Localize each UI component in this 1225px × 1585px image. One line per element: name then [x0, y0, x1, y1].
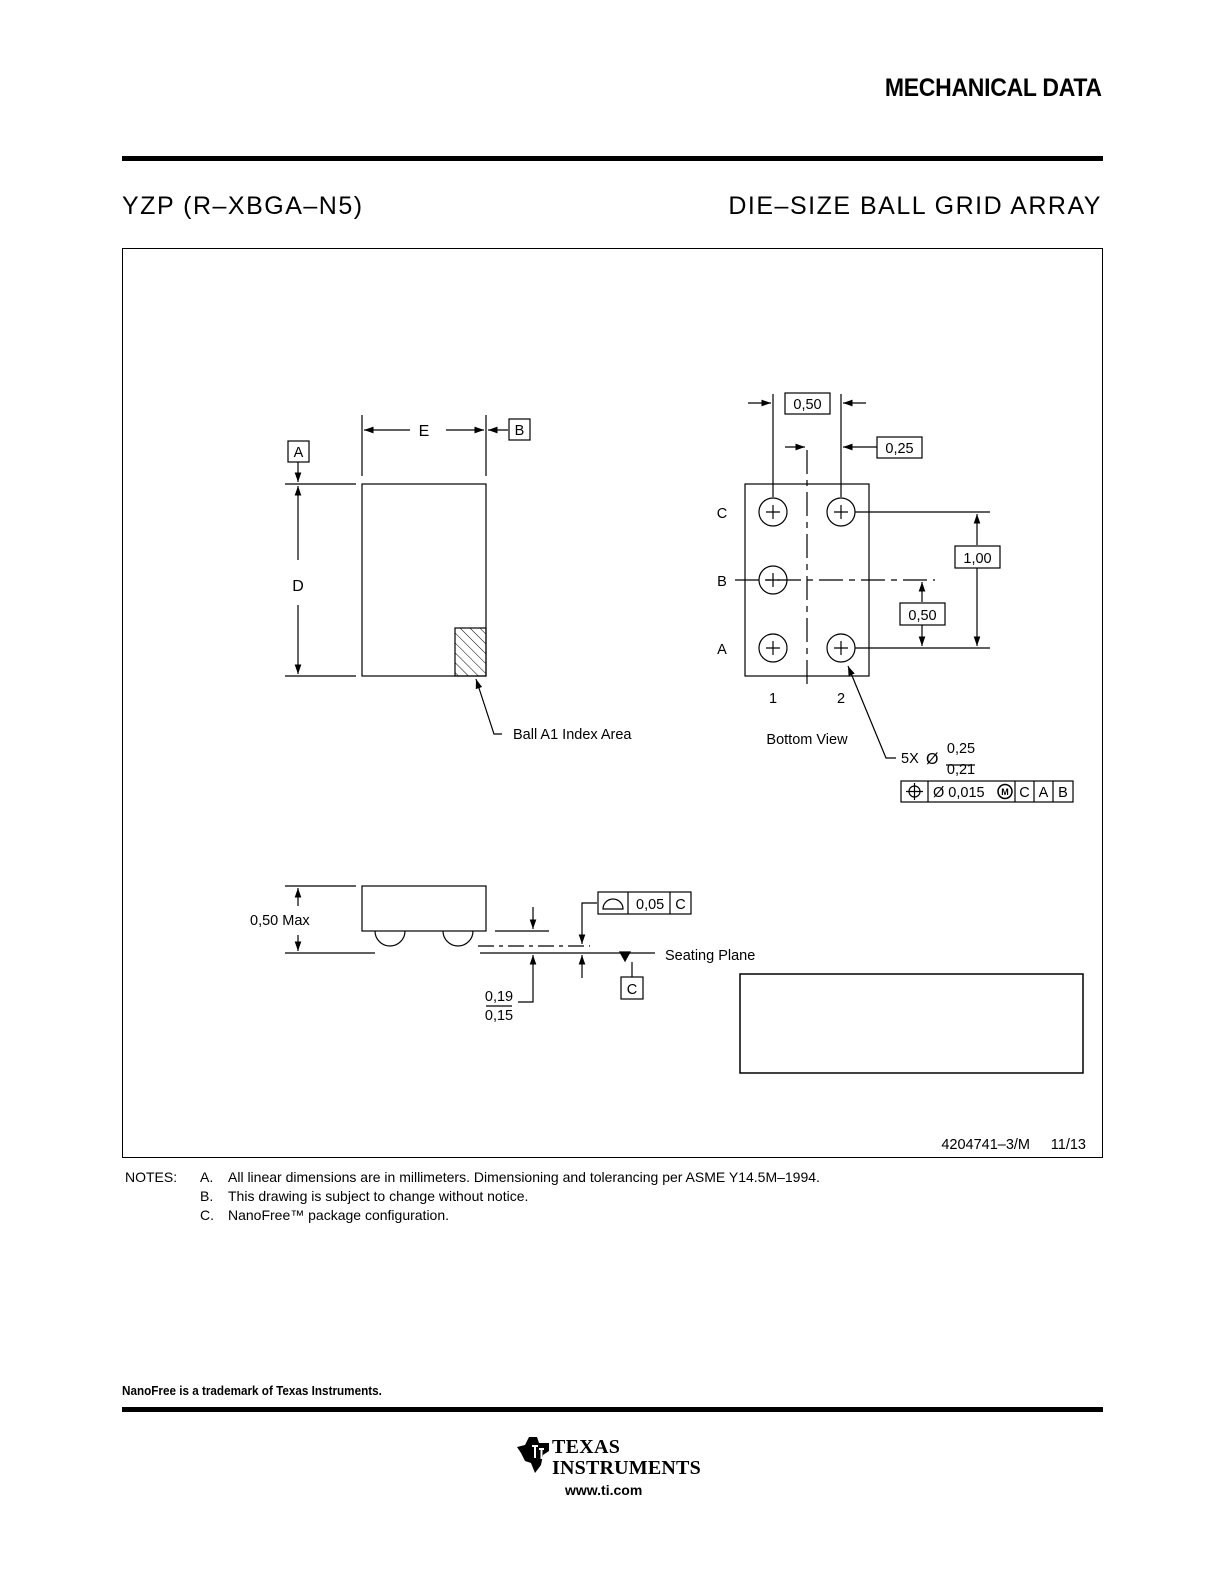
- top-view: [285, 415, 531, 735]
- basic-dim-box: [899, 602, 946, 626]
- note-key: C.: [200, 1207, 214, 1223]
- ball-diameter-min: 0,21: [947, 762, 975, 778]
- drawing-date: 11/13: [1051, 1137, 1086, 1153]
- ball-b1: [758, 565, 788, 595]
- trademark-notice: NanoFree is a trademark of Texas Instrum…: [122, 1383, 382, 1398]
- row-label-b: B: [717, 574, 727, 590]
- datum-a-label: A: [294, 445, 304, 461]
- label-e: E: [419, 423, 430, 440]
- tolerance-datum-c: C: [1019, 785, 1029, 801]
- mmc-modifier: M: [1001, 787, 1009, 797]
- pitch-top-value: 0,50: [793, 397, 821, 413]
- row-label-a: A: [717, 642, 727, 658]
- flatness-leader: [581, 902, 597, 925]
- label-d: D: [292, 578, 304, 595]
- position-tolerance-frame: [900, 780, 1074, 803]
- column-label-2: 2: [837, 691, 845, 707]
- header-rule: [122, 156, 1103, 161]
- diameter-symbol: Ø: [926, 751, 938, 768]
- position-icon-cross: [906, 783, 923, 800]
- ball-count: 5X: [901, 751, 919, 767]
- flatness-datum: C: [675, 897, 685, 913]
- drawing-number: 4204741–3/M: [941, 1137, 1030, 1153]
- column-label-1: 1: [769, 691, 777, 707]
- basic-dim-box: [954, 545, 1001, 569]
- side-view: [285, 885, 1084, 1074]
- package-body: [361, 885, 487, 932]
- datum-box: [287, 440, 310, 463]
- flatness-value: 0,05: [636, 897, 664, 913]
- note-key: A.: [200, 1169, 214, 1185]
- note-item: C. NanoFree™ package configuration.: [200, 1206, 449, 1225]
- bottom-view-caption: Bottom View: [766, 732, 848, 748]
- note-text: All linear dimensions are in millimeters…: [228, 1169, 820, 1185]
- notes-header: NOTES:: [125, 1169, 178, 1185]
- datum-b-label: B: [515, 423, 525, 439]
- solder-ball: [442, 930, 474, 947]
- profile-surface-icon: [602, 898, 624, 910]
- datum-box: [620, 976, 644, 1000]
- package-code: YZP (R–XBGA–N5): [122, 192, 364, 220]
- package-outline: [361, 483, 487, 677]
- flatness-frame: [597, 891, 692, 915]
- drawing-frame: [122, 248, 1103, 1158]
- row-label-c: C: [717, 506, 727, 522]
- mechanical-drawing: E B D A Ball A1 Index Area: [250, 392, 1086, 1153]
- note-text: NanoFree™ package configuration.: [228, 1207, 450, 1223]
- company-name-line1: TEXAS: [552, 1436, 621, 1458]
- page-title: MECHANICAL DATA: [885, 74, 1102, 102]
- tolerance-datum-b: B: [1058, 785, 1068, 801]
- basic-dim-box: [876, 436, 923, 459]
- company-url[interactable]: www.ti.com: [565, 1482, 643, 1498]
- seating-plane-label: Seating Plane: [665, 948, 755, 964]
- bottom-view: [735, 392, 1074, 803]
- datum-triangle: [618, 951, 632, 963]
- index-area-hatch: [454, 627, 487, 677]
- package-description: DIE–SIZE BALL GRID ARRAY: [728, 192, 1102, 220]
- pitch-vertical-value: 0,50: [908, 608, 936, 624]
- datum-box: [508, 418, 531, 441]
- texas-instruments-logo-icon: [517, 1437, 549, 1473]
- ball-crosshairs: [766, 505, 848, 655]
- standoff-leader: [518, 955, 537, 1003]
- footer-rule: [122, 1407, 1103, 1412]
- ball-c1: [758, 497, 788, 527]
- note-key: B.: [200, 1188, 214, 1204]
- datum-c-label: C: [627, 982, 637, 998]
- solder-ball: [374, 930, 406, 947]
- blank-box: [739, 973, 1084, 1074]
- company-name-line2: INSTRUMENTS: [552, 1457, 701, 1479]
- ball-a1: [758, 633, 788, 663]
- note-text: This drawing is subject to change withou…: [228, 1188, 529, 1204]
- ball-diameter-max: 0,25: [947, 741, 975, 757]
- basic-dim-box: [784, 392, 831, 415]
- position-tolerance-value: Ø 0,015: [933, 785, 985, 801]
- offset-value: 0,25: [885, 441, 913, 457]
- mmc-icon: [997, 783, 1013, 800]
- span-value: 1,00: [963, 551, 991, 567]
- standoff-max: 0,19: [485, 989, 513, 1005]
- note-item: A. All linear dimensions are in millimete…: [200, 1168, 820, 1187]
- index-area-label: Ball A1 Index Area: [513, 727, 632, 743]
- index-leader: [475, 678, 502, 735]
- ball-leader: [847, 665, 896, 759]
- note-item: B. This drawing is subject to change with…: [200, 1187, 528, 1206]
- standoff-min: 0,15: [485, 1008, 513, 1024]
- tolerance-datum-a: A: [1039, 785, 1049, 801]
- height-max-label: 0,50 Max: [250, 913, 310, 929]
